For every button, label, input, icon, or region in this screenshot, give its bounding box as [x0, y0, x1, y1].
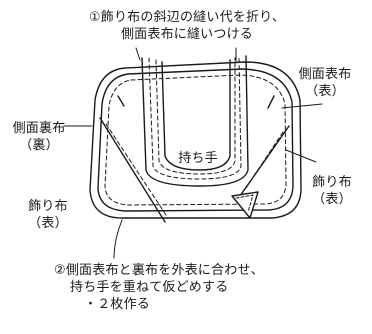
label-handle: 持ち手 — [168, 150, 228, 167]
step1-line1: ①飾り布の斜辺の縫い代を折り、 — [88, 10, 286, 25]
label-deco-left: 飾り布 （表） — [16, 198, 80, 232]
leader-side-front — [281, 103, 323, 109]
handle-stitch-outer — [148, 56, 242, 180]
label-side-front: 側面表布 （表） — [288, 66, 362, 100]
decoration-left-stitch — [105, 123, 169, 219]
side-lining-line2: （裏） — [19, 138, 59, 153]
deco-left-line1: 飾り布 — [28, 199, 68, 214]
seam-stitch-line — [104, 74, 287, 206]
step1-instruction: ①飾り布の斜辺の縫い代を折り、 側面表布に縫いつける — [82, 9, 292, 43]
decoration-left-outline — [99, 117, 166, 223]
step2-line3: ・２枚作る — [84, 297, 151, 312]
leader-step1-left — [135, 47, 141, 61]
label-deco-right: 飾り布 （表） — [300, 174, 364, 208]
step2-instruction: ②側面表布と裏布を外表に合わせ、 持ち手を重ねて仮どめする ・２枚作る — [54, 262, 354, 313]
deco-right-line2: （表） — [312, 192, 352, 207]
leader-step2 — [113, 219, 123, 259]
side-front-line2: （表） — [305, 84, 345, 99]
folded-corner — [231, 191, 259, 219]
handle-stitch-inner — [155, 57, 236, 175]
bag-front-outline — [97, 68, 294, 212]
step1-line2: 側面表布に縫いつける — [120, 27, 253, 42]
deco-right-line1: 飾り布 — [312, 175, 352, 190]
handle-inner — [161, 59, 231, 171]
bag-outer-outline — [89, 61, 302, 219]
step2-line2: 持ち手を重ねて仮どめする — [70, 280, 229, 295]
leader-deco-right — [285, 149, 317, 163]
side-lining-line1: 側面裏布 — [12, 121, 66, 136]
label-side-lining: 側面裏布 （裏） — [4, 120, 74, 154]
side-front-line1: 側面表布 — [298, 67, 352, 82]
decoration-right-stitch — [245, 131, 284, 189]
step2-line1: ②側面表布と裏布を外表に合わせ、 — [54, 263, 264, 278]
deco-left-line2: （表） — [28, 216, 68, 231]
handle-text: 持ち手 — [178, 151, 218, 166]
handle-outer — [141, 55, 249, 187]
